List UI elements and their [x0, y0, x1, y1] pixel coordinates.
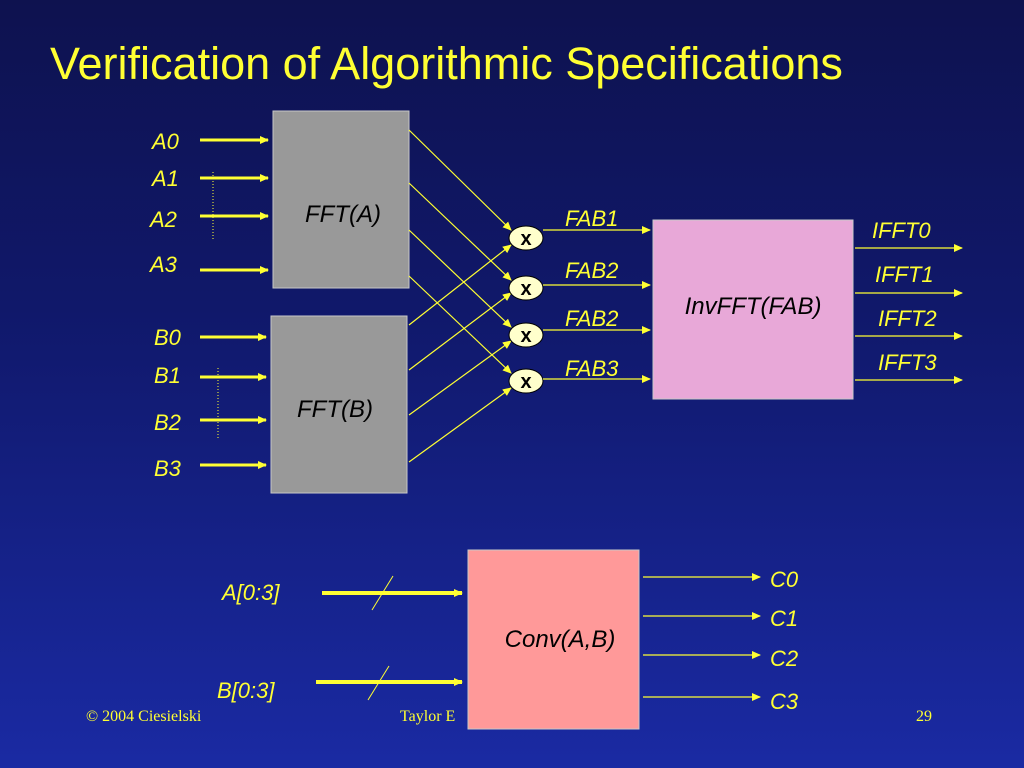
output-label-ifft0: IFFT0: [872, 218, 931, 243]
fft-to-multiplier-wires: [408, 129, 512, 463]
multiplier-symbol: x: [520, 325, 531, 347]
input-label-a0: A0: [150, 129, 180, 154]
input-label-b1: B1: [154, 363, 181, 388]
output-label-ifft2: IFFT2: [878, 306, 937, 331]
conv-input-label-a: A[0:3]: [220, 580, 280, 605]
conv-output-label-c3: C3: [770, 689, 799, 714]
fft-b-block: [270, 315, 408, 494]
multiplier-node-3: x: [508, 322, 544, 348]
conv-block: [467, 549, 640, 730]
conv-bus-inputs: [316, 589, 463, 686]
fft-b-input-arrows: [200, 333, 267, 469]
fft-b-label: FFT(B): [297, 396, 373, 423]
conv-output-label-c0: C0: [770, 567, 799, 592]
input-label-a1: A1: [150, 166, 179, 191]
slide-title: Verification of Algorithmic Specificatio…: [50, 38, 843, 89]
conv-output-label-c2: C2: [770, 646, 798, 671]
multiplier-symbol: x: [520, 228, 531, 250]
multiplier-symbol: x: [520, 278, 531, 300]
product-label-fab3: FAB3: [565, 356, 619, 381]
input-label-b3: B3: [154, 456, 182, 481]
multiplier-node-1: x: [508, 225, 544, 251]
multiplier-node-2: x: [508, 275, 544, 301]
footer-center-text: Taylor E: [400, 708, 456, 725]
product-label-fab2-second: FAB2: [565, 306, 618, 331]
output-label-ifft1: IFFT1: [875, 262, 934, 287]
invfft-label: InvFFT(FAB): [685, 293, 822, 320]
conv-output-arrows: [643, 573, 761, 701]
footer-copyright: © 2004 Ciesielski: [86, 708, 202, 725]
footer-page-number: 29: [916, 708, 932, 725]
product-label-fab2: FAB2: [565, 258, 618, 283]
output-label-ifft3: IFFT3: [878, 350, 937, 375]
fft-a-input-arrows: [200, 136, 269, 274]
input-label-a3: A3: [148, 252, 178, 277]
conv-bus-slash-markers: [367, 575, 394, 701]
fft-a-block: [272, 110, 410, 289]
invfft-block: [652, 219, 854, 400]
product-wires: [543, 226, 651, 383]
multiplier-symbol: x: [520, 371, 531, 393]
conv-output-label-c1: C1: [770, 606, 798, 631]
input-label-b2: B2: [154, 410, 181, 435]
fft-a-label: FFT(A): [305, 201, 381, 228]
conv-label: Conv(A,B): [505, 626, 616, 653]
conv-input-label-b: B[0:3]: [217, 678, 275, 703]
input-label-a2: A2: [148, 207, 177, 232]
multiplier-node-4: x: [508, 368, 544, 394]
input-label-b0: B0: [154, 325, 182, 350]
invfft-output-arrows: [855, 244, 963, 384]
product-label-fab1: FAB1: [565, 206, 618, 231]
